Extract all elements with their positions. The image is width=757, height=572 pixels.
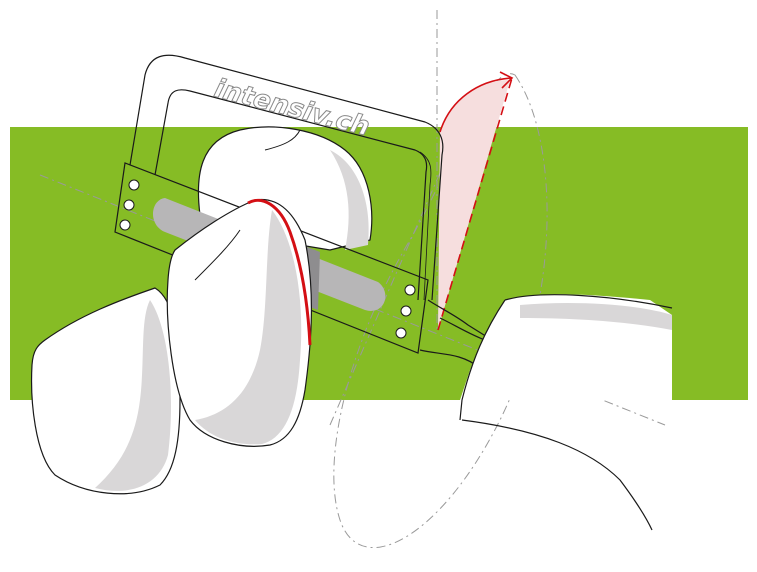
handle-lower-curve (462, 420, 652, 530)
plate-hole (405, 285, 415, 295)
plate-hole (396, 328, 406, 338)
plate-hole (120, 220, 130, 230)
plate-hole (124, 200, 134, 210)
instrument-handle (460, 294, 672, 530)
plate-hole (401, 306, 411, 316)
plate-hole (129, 180, 139, 190)
